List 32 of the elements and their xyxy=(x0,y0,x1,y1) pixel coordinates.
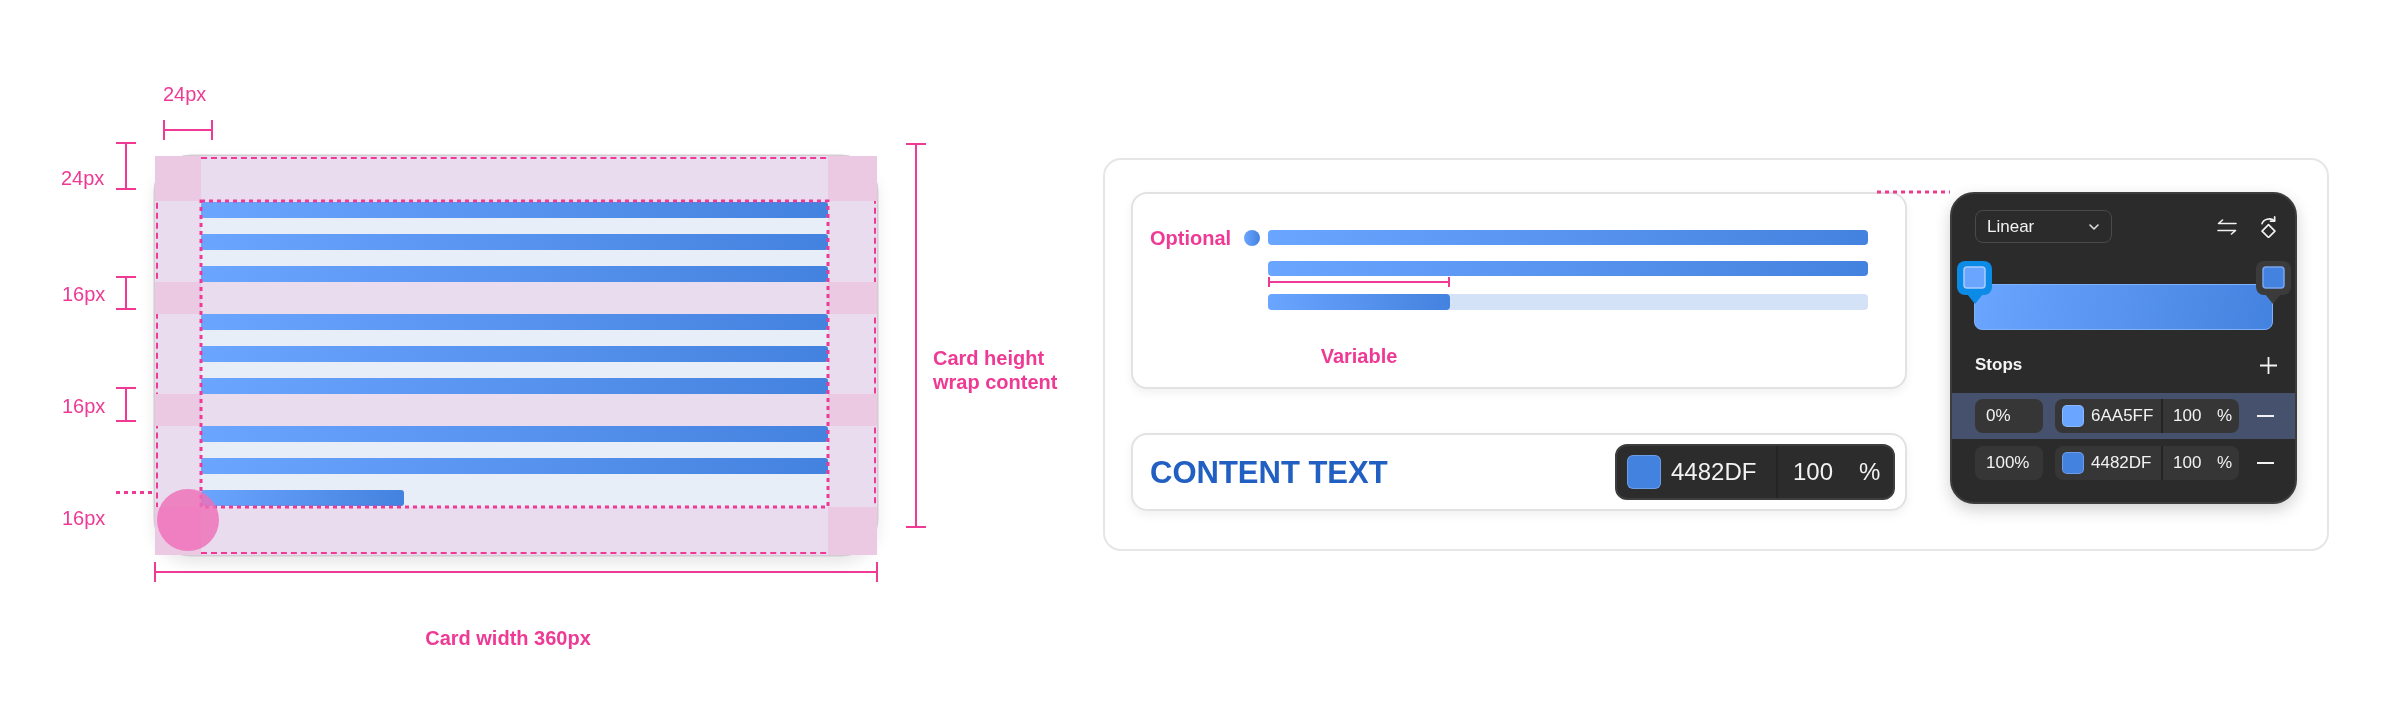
gradient-editor-panel xyxy=(1950,192,2297,504)
dimension-note: Card width 360px xyxy=(424,626,592,650)
section-heading: Stops xyxy=(1975,355,2023,375)
hex-value: 6AA5FF xyxy=(2091,406,2154,426)
opacity-value: 100 xyxy=(2173,406,2202,426)
dimension-label: 16px xyxy=(62,506,106,530)
color-field xyxy=(1615,444,1895,500)
card xyxy=(155,156,877,555)
dimension-label: 24px xyxy=(61,166,105,190)
dimension-note: Card height wrap content xyxy=(933,346,1059,394)
card xyxy=(1131,433,1907,511)
dimension-label: 16px xyxy=(62,282,106,306)
hex-value: 4482DF xyxy=(1671,458,1757,486)
annotation-label: Variable xyxy=(1319,344,1399,368)
percent-unit: % xyxy=(1859,458,1881,486)
content-text: CONTENT TEXT xyxy=(1150,455,1388,491)
color-field xyxy=(2055,446,2239,480)
percent-unit: % xyxy=(2217,453,2233,473)
dimension-label: 24px xyxy=(163,82,207,106)
input-field: 0% xyxy=(1975,399,2043,433)
annotation-label: Optional xyxy=(1150,226,1232,250)
showcase-panel xyxy=(1103,158,2329,551)
opacity-value: 100 xyxy=(1793,458,1834,486)
dimension-label: 16px xyxy=(62,394,106,418)
input-field: 100% xyxy=(1975,446,2043,480)
dropdown: Linear xyxy=(1975,210,2112,243)
dotted-connector xyxy=(1877,190,1950,194)
percent-unit: % xyxy=(2217,406,2233,426)
opacity-value: 100 xyxy=(2173,453,2202,473)
hex-value: 4482DF xyxy=(2091,453,2152,473)
color-field xyxy=(2055,399,2239,433)
card xyxy=(1131,192,1907,389)
